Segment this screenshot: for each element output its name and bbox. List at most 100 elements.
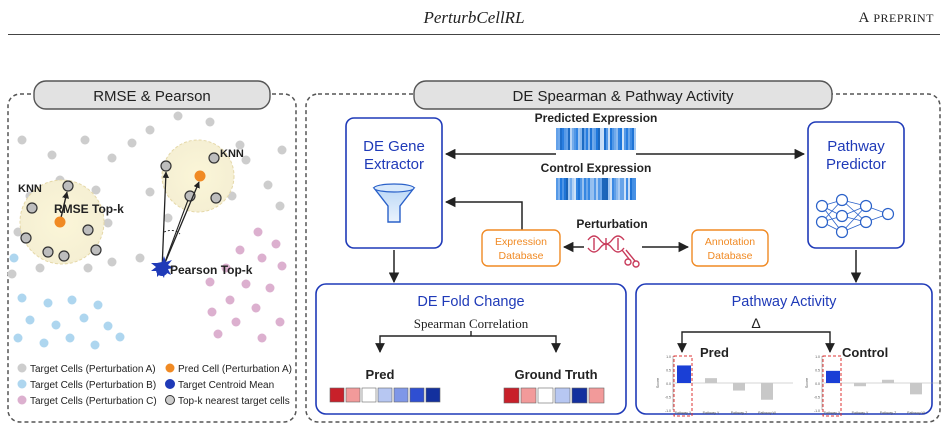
- expression-bar: [610, 128, 612, 150]
- neural-network-icon: [815, 193, 895, 239]
- expression-bar: [632, 128, 634, 150]
- nn-node: [835, 225, 849, 239]
- knn-rmse-group: KNN RMSE Top-k: [18, 179, 124, 265]
- page-header-title: PerturbCellRL: [423, 8, 525, 27]
- svg-text:Annotation: Annotation: [705, 236, 755, 248]
- highlight-box: [673, 355, 693, 417]
- mini-x-tick: Pathway W: [907, 411, 925, 415]
- expression-bar: [626, 128, 628, 150]
- pred-cell-pearson: [194, 170, 206, 182]
- expression-bar: [600, 128, 602, 150]
- annotation-database: Annotation Database: [691, 229, 769, 267]
- mini-y-tick: -0.5: [814, 396, 820, 400]
- expression-bar: [578, 128, 580, 150]
- de-fold-change-box: DE Fold Change Spearman Correlation Pred…: [315, 283, 627, 415]
- de-extractor-label: DE Gene: [363, 138, 425, 155]
- mini-bar: [761, 383, 773, 400]
- nn-node: [881, 207, 895, 221]
- expression-bar: [628, 178, 630, 200]
- expression-bar: [594, 128, 596, 150]
- pred-cell-rmse: [54, 216, 66, 228]
- expression-bar: [572, 178, 574, 200]
- mini-y-tick: 0.0: [666, 382, 671, 386]
- mini-bar: [677, 365, 691, 383]
- mini-y-tick: 0.5: [666, 369, 671, 373]
- predicted-expression-strip: [556, 128, 636, 150]
- legend-centroid: Target Centroid Mean: [178, 380, 274, 391]
- de-pred-cells: [329, 387, 441, 403]
- left-panel-title-box: [33, 80, 271, 110]
- expression-bar: [618, 128, 620, 150]
- highlight-box: [822, 355, 842, 417]
- right-panel-title: DE Spearman & Pathway Activity: [513, 88, 734, 105]
- expression-bar: [628, 128, 630, 150]
- nn-node: [859, 199, 873, 213]
- nn-node: [815, 199, 829, 213]
- fold-change-cell: [329, 387, 345, 403]
- mini-y-tick: 0.0: [815, 382, 820, 386]
- left-legend: Target Cells (Perturbation A) Pred Cell …: [17, 363, 292, 407]
- expression-bar: [572, 128, 574, 150]
- expression-bar: [602, 178, 604, 200]
- knn-pearson-group: KNN Pearson Top-k: [151, 139, 253, 278]
- mini-y-tick: -0.5: [665, 396, 671, 400]
- expression-bar: [608, 178, 610, 200]
- expression-bar: [606, 128, 608, 150]
- expression-bar: [590, 178, 592, 200]
- expression-bar: [562, 178, 564, 200]
- mini-x-tick: Pathway Z: [731, 411, 748, 415]
- expression-bar: [586, 128, 588, 150]
- svg-text:Expression: Expression: [495, 236, 547, 248]
- expression-bar: [632, 178, 634, 200]
- legend-pred-cell: Pred Cell (Perturbation A): [178, 364, 292, 375]
- expression-bar: [604, 178, 606, 200]
- legend-topk: Top-k nearest target cells: [178, 396, 290, 407]
- svg-text:Database: Database: [708, 250, 753, 262]
- expression-bar: [564, 178, 566, 200]
- predicted-expression-label: Predicted Expression: [535, 111, 658, 125]
- de-fold-change-title: DE Fold Change: [417, 294, 524, 310]
- expression-bar: [620, 178, 622, 200]
- nn-node: [815, 215, 829, 229]
- nn-node: [835, 193, 849, 207]
- pathway-activity-box: Pathway Activity Δ Pred Control 1.00.50.…: [635, 283, 942, 417]
- expression-bar: [576, 128, 578, 150]
- expression-bar: [634, 128, 636, 150]
- pathway-predictor-label-line2: Predictor: [826, 156, 886, 173]
- fold-change-cell: [537, 387, 554, 404]
- header-divider: [8, 34, 940, 35]
- expression-bar: [560, 178, 562, 200]
- expression-bar: [560, 128, 562, 150]
- pearson-topk-label: Pearson Top-k: [170, 263, 253, 277]
- target-cells-b: [9, 253, 125, 350]
- fold-change-cell: [377, 387, 393, 403]
- mini-y-tick: -1.0: [814, 409, 820, 413]
- mini-bar: [910, 383, 922, 395]
- expression-bar: [618, 178, 620, 200]
- mini-x-tick: Pathway Z: [880, 411, 897, 415]
- knn-label-2: KNN: [220, 148, 244, 160]
- expression-bar: [570, 178, 572, 200]
- pathway-activity-title: Pathway Activity: [732, 294, 838, 310]
- expression-bar: [612, 178, 614, 200]
- left-panel-title: RMSE & Pearson: [93, 88, 211, 105]
- fold-change-cell: [393, 387, 409, 403]
- de-gt-cells: [503, 387, 605, 404]
- fold-change-cell: [409, 387, 425, 403]
- expression-bar: [578, 178, 580, 200]
- expression-bar: [596, 128, 598, 150]
- mini-bar: [705, 378, 717, 383]
- expression-bar: [616, 178, 618, 200]
- mini-y-tick: 0.5: [815, 369, 820, 373]
- delta-label: Δ: [751, 315, 760, 331]
- expression-database: Expression Database: [481, 229, 561, 267]
- right-panel-title-box: [413, 80, 833, 110]
- expression-bar: [598, 128, 600, 150]
- expression-bar: [620, 128, 622, 150]
- fold-change-cell: [345, 387, 361, 403]
- expression-bar: [598, 178, 600, 200]
- expression-bar: [568, 178, 570, 200]
- expression-bar: [584, 128, 586, 150]
